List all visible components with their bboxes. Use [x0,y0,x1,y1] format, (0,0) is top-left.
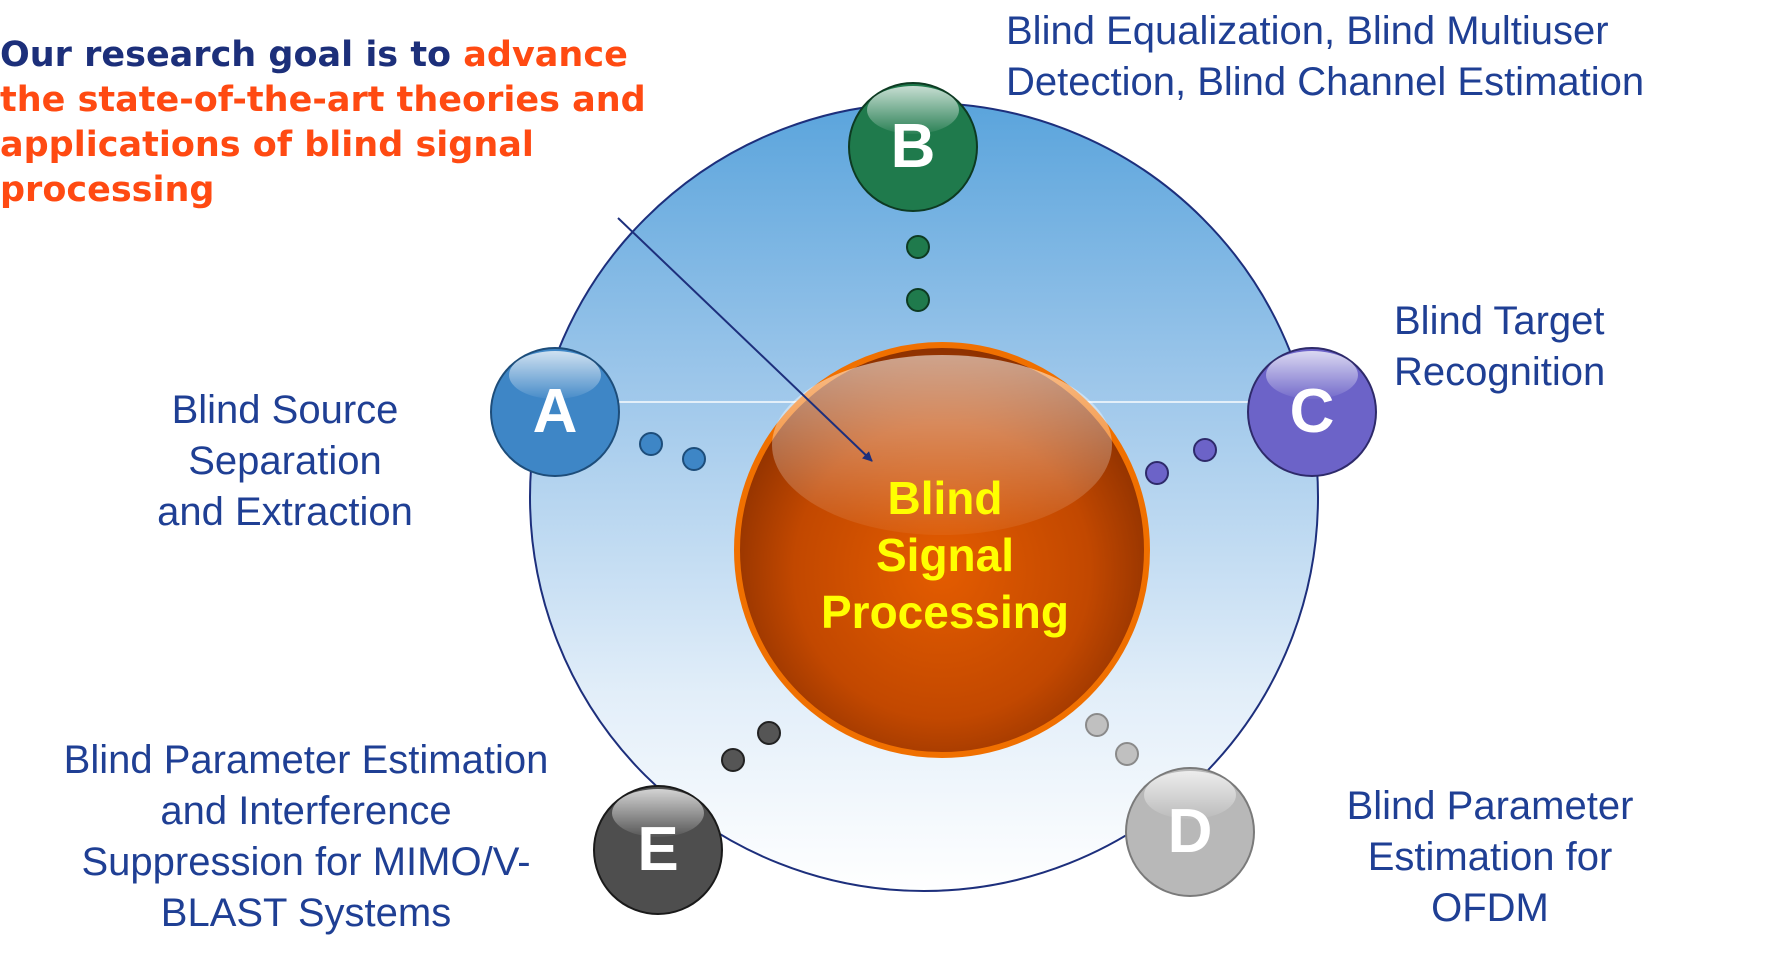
connector-dots-e [721,721,781,772]
node-e: E [593,785,723,915]
node-e-letter: E [637,815,678,884]
node-a-label: Blind Source Separation and Extraction [157,388,413,534]
center-sphere-shine [772,355,1112,535]
goal-arrow [617,217,873,462]
node-a-letter: A [533,377,578,446]
goal-line-4: processing [0,170,215,210]
node-d-letter: D [1168,797,1213,866]
goal-line-2: the state-of-the-art theories and [0,80,646,120]
research-goal-text: Our research goal is to advance the stat… [0,33,646,213]
connector-dots-d [1085,713,1139,766]
goal-line-1: Our research goal is to advance [0,35,628,75]
node-b-label: Blind Equalization, Blind Multiuser Dete… [1006,9,1645,104]
center-label: Blind Signal Processing [821,472,1069,638]
node-d-label: Blind Parameter Estimation for OFDM [1346,784,1634,930]
connector-dots-c [1145,438,1217,485]
connector-dots-b [906,235,930,312]
node-b-letter: B [891,112,936,181]
node-c-label: Blind Target Recognition [1394,299,1606,394]
connector-dots-a [639,432,706,471]
node-a: A [490,347,620,477]
node-b: B [848,82,978,212]
node-e-label: Blind Parameter Estimation and Interfere… [63,738,549,935]
node-d: D [1125,767,1255,897]
goal-line-3: applications of blind signal [0,125,534,165]
node-c: C [1247,347,1377,477]
node-c-letter: C [1290,377,1335,446]
